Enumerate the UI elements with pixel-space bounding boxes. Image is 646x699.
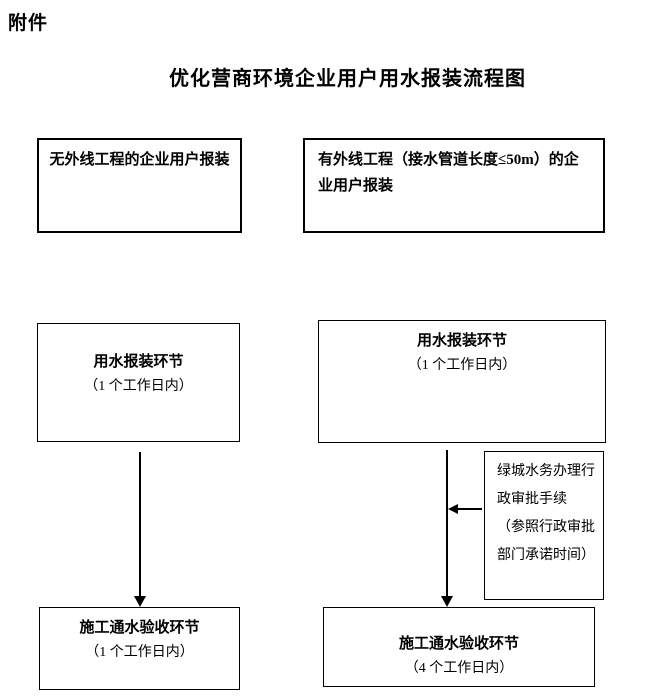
approval-note-arrow-line [457, 508, 482, 510]
box-no-external-line-header-text: 无外线工程的企业用户报装 [49, 152, 230, 168]
right-apply-step-title: 用水报装环节 [416, 333, 507, 349]
right-acceptance-step-duration: （4 个工作日内） [404, 661, 514, 676]
left-apply-step-title: 用水报装环节 [93, 354, 184, 370]
box-left-apply-step: 用水报装环节 （1 个工作日内） [37, 323, 240, 442]
left-flow-arrow-head-icon [134, 596, 146, 607]
left-flow-arrow-line [139, 452, 141, 597]
left-acceptance-step-title: 施工通水验收环节 [79, 620, 200, 636]
right-flow-arrow-head-icon [441, 596, 453, 607]
box-with-external-line-header: 有外线工程（接水管道长度≤50m）的企业用户报装 [303, 138, 605, 233]
left-apply-step-duration: （1 个工作日内） [84, 379, 193, 394]
approval-note-line-3: （参照行政审批 [497, 520, 595, 535]
page-title: 优化营商环境企业用户用水报装流程图 [169, 68, 526, 90]
box-approval-note: 绿城水务办理行 政审批手续 （参照行政审批 部门承诺时间） [484, 451, 604, 600]
right-acceptance-step-title: 施工通水验收环节 [398, 636, 519, 652]
approval-note-arrow-head-icon [448, 504, 458, 514]
right-flow-arrow-line [446, 450, 448, 597]
approval-note-line-2: 政审批手续 [497, 492, 567, 507]
box-no-external-line-header: 无外线工程的企业用户报装 [37, 138, 242, 233]
left-acceptance-step-duration: （1 个工作日内） [85, 645, 194, 660]
box-right-apply-step: 用水报装环节 （1 个工作日内） [318, 320, 606, 443]
box-with-external-line-header-text: 有外线工程（接水管道长度≤50m）的企业用户报装 [318, 152, 579, 194]
box-left-acceptance-step: 施工通水验收环节 （1 个工作日内） [39, 607, 240, 690]
approval-note-line-4: 部门承诺时间） [497, 548, 595, 563]
attachment-label: 附件 [8, 13, 49, 34]
approval-note-line-1: 绿城水务办理行 [497, 464, 595, 479]
box-right-acceptance-step: 施工通水验收环节 （4 个工作日内） [323, 607, 595, 687]
right-apply-step-duration: （1 个工作日内） [407, 358, 517, 373]
